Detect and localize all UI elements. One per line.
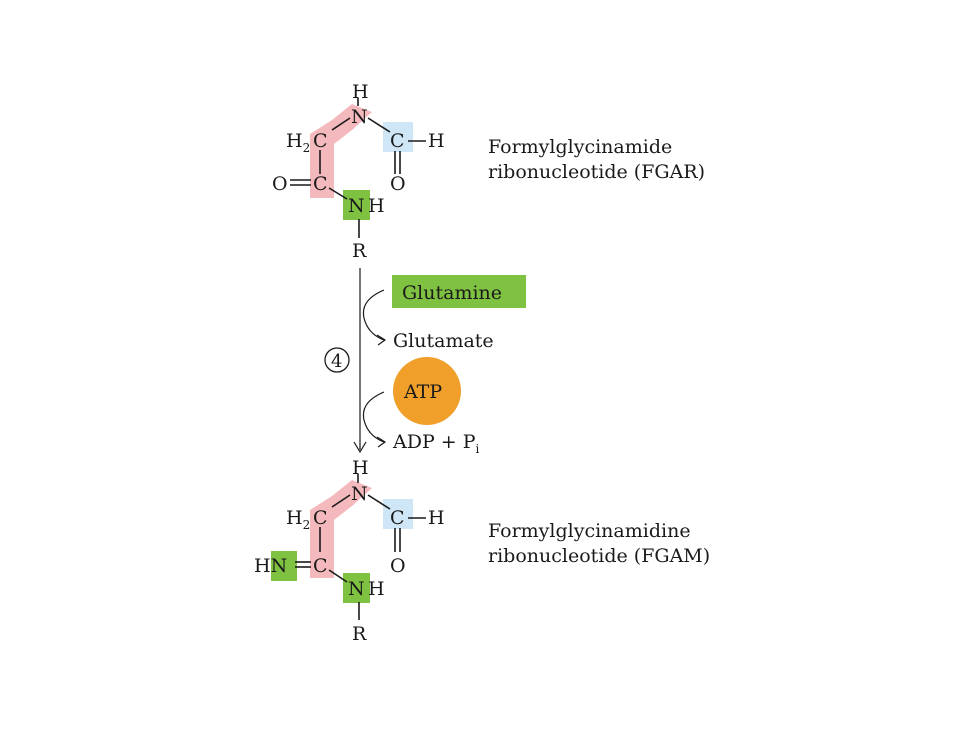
fgar-pink-highlight [310,104,372,198]
fgam-molecule: H N H2 C C H HN C O N H R [254,457,445,645]
fgam-atom-h2: H2 [286,507,310,532]
glutamate-label: Glutamate [393,330,494,352]
fgam-bond-n-cformyl [367,494,391,510]
fgar-atom-o-carbonyl: O [272,173,288,195]
fgam-atom-o-formyl: O [390,555,406,577]
reaction-step: 4 Glutamine Glutamate ATP ADP + Pi [324,268,526,456]
fgar-atom-c-alpha: C [313,130,328,152]
reaction-arrow-head [353,441,367,454]
fgam-atom-c-amidine: C [313,555,328,577]
fgam-bond-c-n [331,494,351,508]
fgar-atom-n-amide: N [348,195,365,217]
fgar-bond-camide-n [328,187,348,200]
fgar-name-line2: ribonucleotide (FGAR) [488,161,705,183]
fgar-atom-h-amide: H [368,195,385,217]
step-number-circle [324,347,350,373]
fgam-name-line1: Formylglycinamidine [488,520,691,542]
glutamate-arrow-head [376,334,387,346]
fgam-blue-highlight [383,499,413,529]
fgam-name-line2: ribonucleotide (FGAM) [488,545,710,567]
fgam-green-highlight-hn [271,551,297,581]
fgar-atom-c-formyl: C [390,130,405,152]
fgam-atom-c-formyl: C [390,507,405,529]
atp-curved-arrow [362,391,385,443]
fgam-atom-n-ring: N [351,483,368,505]
fgar-green-highlight [343,190,370,220]
fgar-blue-highlight [383,122,413,152]
adp-arrow-head [376,436,387,448]
adp-pi-label: ADP + Pi [392,431,480,456]
glutamine-highlight [392,275,526,308]
fgar-atom-n-ring: N [351,106,368,128]
atp-circle [393,357,461,425]
fgar-name-line1: Formylglycinamide [488,136,672,158]
fgam-bond-camidine-n [328,569,348,583]
fgam-green-highlight-nh [343,573,370,603]
fgar-molecule: H N H2 C C H O C O N H R [272,81,445,262]
fgar-atom-r: R [352,240,367,262]
fgam-atom-c-alpha: C [313,507,328,529]
fgar-atom-c-amide: C [313,173,328,195]
fgam-atom-hn: HN [254,555,287,577]
fgam-atom-h-amide: H [368,578,385,600]
fgar-atom-o-formyl: O [390,173,406,195]
fgar-atom-h2: H2 [286,130,310,155]
step-number: 4 [331,351,342,372]
glutamine-label: Glutamine [402,282,502,304]
fgar-bond-n-cformyl [367,117,391,133]
glutamine-curved-arrow [362,289,385,341]
fgam-atom-r: R [352,623,367,645]
fgar-atom-h-top: H [352,81,369,103]
fgar-atom-h-formyl: H [428,130,445,152]
fgar-bond-c-n [331,117,351,131]
fgam-atom-n-amide: N [348,578,365,600]
fgam-atom-h-formyl: H [428,507,445,529]
atp-label: ATP [403,381,442,403]
fgam-pink-highlight [310,480,372,578]
fgam-atom-h-top: H [352,457,369,479]
